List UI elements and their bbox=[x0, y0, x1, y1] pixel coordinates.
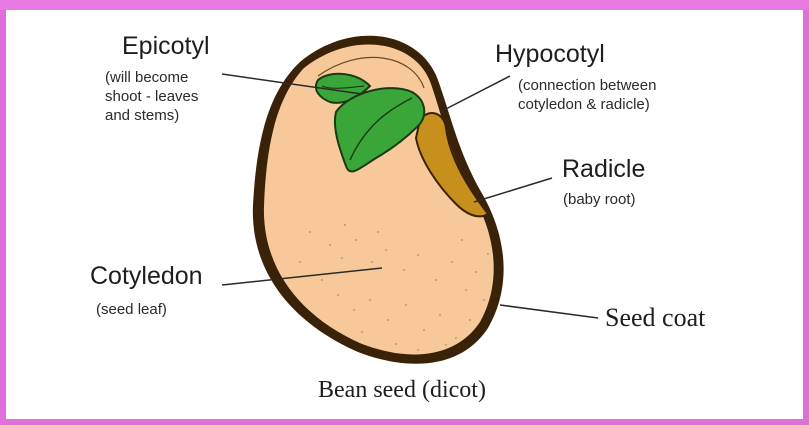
epicotyl-title: Epicotyl bbox=[122, 32, 210, 61]
epicotyl-desc-line: shoot - leaves bbox=[105, 87, 198, 106]
hypocotyl-desc-line: cotyledon & radicle) bbox=[518, 95, 656, 114]
radicle-description: (baby root) bbox=[563, 190, 636, 209]
epicotyl-desc-line: (will become bbox=[105, 68, 198, 87]
epicotyl-desc-line: and stems) bbox=[105, 106, 198, 125]
epicotyl-description: (will become shoot - leaves and stems) bbox=[105, 68, 198, 125]
diagram-caption: Bean seed (dicot) bbox=[318, 377, 486, 404]
hypocotyl-pointer bbox=[440, 76, 510, 112]
radicle-title: Radicle bbox=[562, 155, 645, 184]
radicle-pointer bbox=[474, 178, 552, 202]
hypocotyl-description: (connection between cotyledon & radicle) bbox=[518, 76, 656, 114]
seed-coat-title: Seed coat bbox=[605, 303, 705, 333]
cotyledon-description: (seed leaf) bbox=[96, 300, 167, 319]
seed-coat-pointer bbox=[500, 305, 598, 318]
hypocotyl-desc-line: (connection between bbox=[518, 76, 656, 95]
hypocotyl-title: Hypocotyl bbox=[495, 40, 605, 69]
cotyledon-title: Cotyledon bbox=[90, 262, 203, 291]
